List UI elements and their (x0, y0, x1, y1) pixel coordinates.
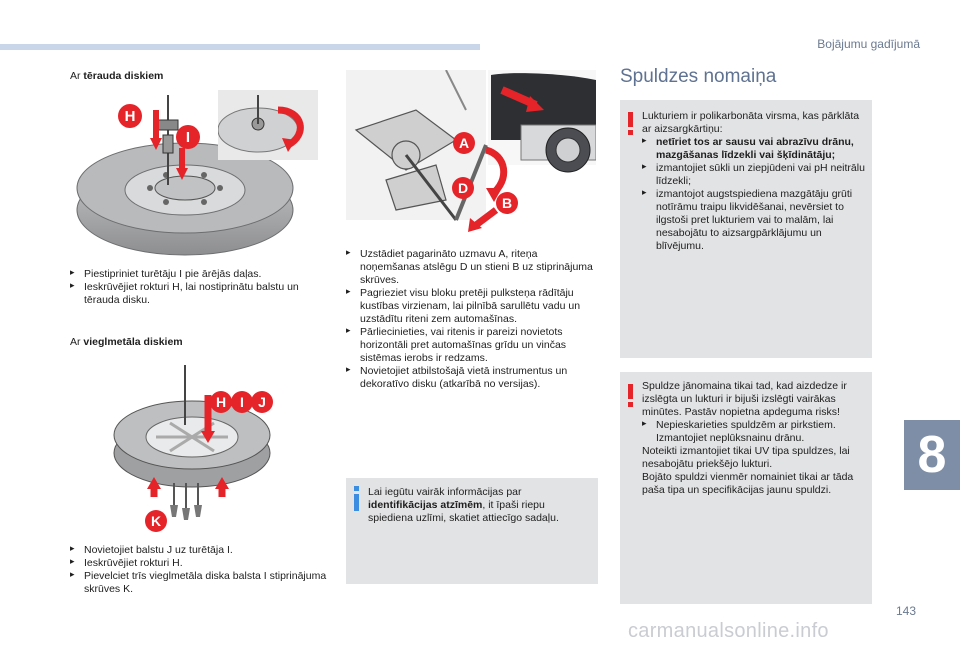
label-I: I (240, 394, 244, 410)
label-D: D (458, 180, 468, 196)
info-text: Lai iegūtu vairāk informācijas par ident… (368, 486, 559, 524)
alloy-steps: ▸Novietojiet balstu J uz turētāja I. ▸Ie… (70, 544, 328, 596)
alloy-caption: Ar vieglmetāla diskiem (70, 336, 183, 348)
warning-icon (628, 112, 634, 135)
list-item: ▸Pagrieziet visu bloku pretēji pulksteņa… (346, 287, 581, 325)
step-bullet-icon: ▸ (346, 326, 351, 336)
list-item: ▸Pievelciet trīs vieglmetāla diska balst… (70, 570, 327, 595)
step-bullet-icon: ▸ (70, 570, 75, 580)
label-J: J (258, 394, 266, 410)
step-bullet-icon: ▸ (642, 419, 647, 429)
steel-steps: ▸Piestipriniet turētāju I pie ārējās daļ… (70, 268, 328, 307)
label-K: K (151, 513, 161, 529)
step-bullet-icon: ▸ (642, 188, 647, 198)
warning-icon (628, 384, 634, 407)
step-bullet-icon: ▸ (346, 248, 351, 258)
list-item: ▸Novietojiet atbilstošajā vietā instrume… (346, 365, 568, 390)
label-A: A (459, 135, 469, 151)
page-number: 143 (896, 604, 917, 618)
alloy-wheel-illustration: H I J K (113, 365, 273, 532)
list-item: ▸Pārliecinieties, vai ritenis ir pareizi… (346, 326, 567, 364)
warning-box-lights: Lukturiem ir polikarbonāta virsma, kas p… (620, 100, 872, 358)
warning-box-bulbs: Spuldze jānomaina tikai tad, kad aizdedz… (620, 372, 872, 604)
list-item: ▸Uzstādiet pagarināto uzmavu A, riteņa n… (346, 248, 593, 286)
step-bullet-icon: ▸ (70, 557, 75, 567)
chapter-tab: 8 (904, 420, 960, 490)
step-bullet-icon: ▸ (346, 365, 351, 375)
label-H: H (125, 108, 136, 125)
step-bullet-icon: ▸ (70, 544, 75, 554)
page-title: Spuldzes nomaiņa (620, 66, 777, 87)
winch-tool-illustration: A D B (346, 70, 596, 232)
steel-caption: Ar tērauda diskiem (70, 70, 164, 82)
warning-text: Lukturiem ir polikarbonāta virsma, kas p… (642, 110, 865, 252)
label-I: I (186, 129, 190, 146)
steel-wheel-illustration: H I (76, 95, 294, 256)
step-bullet-icon: ▸ (346, 287, 351, 297)
info-icon (354, 486, 360, 512)
label-B: B (502, 195, 512, 211)
step-bullet-icon: ▸ (70, 268, 75, 278)
list-item: ▸Ieskrūvējiet rokturi H. (70, 557, 183, 569)
watermark: carmanualsonline.info (628, 620, 829, 642)
label-H: H (216, 394, 226, 410)
chapter-number: 8 (917, 426, 947, 484)
step-bullet-icon: ▸ (642, 162, 647, 172)
list-item: ▸Novietojiet balstu J uz turētāja I. (70, 544, 233, 556)
warning-text: Spuldze jānomaina tikai tad, kad aizdedz… (642, 380, 854, 496)
header-bar (0, 44, 480, 50)
list-item: ▸Ieskrūvējiet rokturi H, lai nostiprināt… (70, 281, 299, 306)
steel-wheel-detail-inset (218, 90, 318, 160)
info-box: Lai iegūtu vairāk informācijas par ident… (346, 478, 598, 584)
winch-steps: ▸Uzstādiet pagarināto uzmavu A, riteņa n… (346, 248, 598, 391)
step-bullet-icon: ▸ (70, 281, 75, 291)
list-item: ▸Piestipriniet turētāju I pie ārējās daļ… (70, 268, 262, 280)
section-title: Bojājumu gadījumā (817, 37, 920, 51)
step-bullet-icon: ▸ (642, 136, 647, 146)
